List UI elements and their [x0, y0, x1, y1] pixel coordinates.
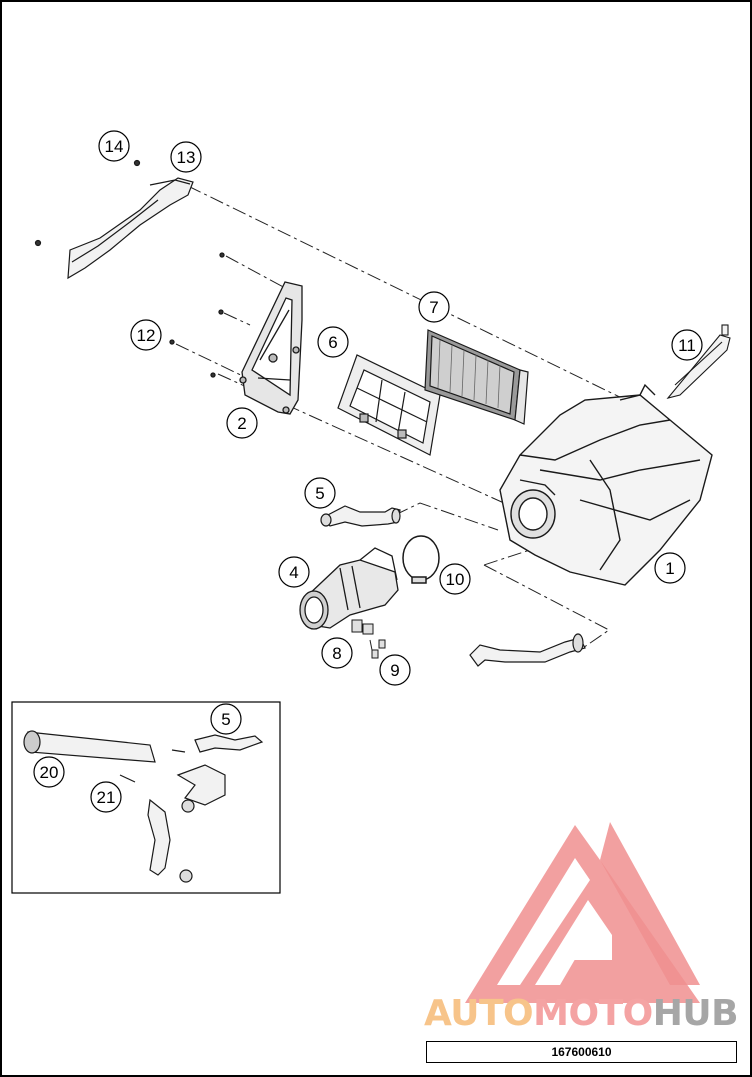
- air-filter-part-7: [424, 329, 529, 425]
- callout-13: 13: [170, 141, 202, 173]
- callout-20: 20: [33, 756, 65, 788]
- watermark-wordmark: AUTOMOTOHUB: [424, 992, 744, 1036]
- callout-12: 12: [130, 319, 162, 351]
- part-number-box: 167600610: [426, 1041, 737, 1063]
- inset-box: [11, 701, 281, 894]
- callout-21-label: 21: [97, 788, 116, 807]
- watermark-logo: [465, 822, 700, 1003]
- clamp-part-10: [402, 535, 440, 584]
- watermark-word-hub: HUB: [652, 993, 739, 1034]
- callout-9-label: 9: [390, 661, 399, 680]
- bracket-part-13: [34, 159, 194, 280]
- watermark-word-auto: AUTO: [424, 993, 534, 1034]
- callout-8: 8: [321, 637, 353, 669]
- callout-5-upper: 5: [304, 477, 336, 509]
- callout-1-label: 1: [665, 559, 674, 578]
- airbox-part-1: [499, 383, 713, 586]
- drain-hose: [469, 633, 586, 667]
- callout-21: 21: [90, 781, 122, 813]
- callout-4: 4: [278, 556, 310, 588]
- callout-6-label: 6: [328, 333, 337, 352]
- callout-7: 7: [418, 291, 450, 323]
- callout-2: 2: [226, 407, 258, 439]
- callout-20-label: 20: [40, 763, 59, 782]
- callout-5-inset: 5: [210, 703, 242, 735]
- callout-4-label: 4: [289, 563, 298, 582]
- watermark-word-moto: MOTO: [533, 993, 653, 1034]
- callout-14-label: 14: [105, 137, 124, 156]
- callout-10-label: 10: [446, 570, 465, 589]
- callout-5-label: 5: [315, 484, 324, 503]
- fitting-part-8: [351, 619, 386, 659]
- callout-14: 14: [98, 130, 130, 162]
- hose-part-5: [320, 505, 401, 527]
- callout-11: 11: [671, 329, 703, 361]
- airbox-cover-part-2: [169, 252, 303, 415]
- callout-12-label: 12: [137, 326, 156, 345]
- callout-8-label: 8: [332, 644, 341, 663]
- callout-11-label: 11: [678, 336, 696, 355]
- part-number: 167600610: [551, 1045, 612, 1059]
- inset-breather-assembly: [23, 730, 264, 883]
- callout-7-label: 7: [429, 298, 438, 317]
- callout-2-label: 2: [237, 414, 246, 433]
- callout-5-inset-label: 5: [221, 710, 230, 729]
- intake-boot-part-4: [299, 547, 399, 630]
- bracket-part-11: [666, 324, 731, 399]
- callout-6: 6: [317, 326, 349, 358]
- callout-10: 10: [439, 563, 471, 595]
- callout-9: 9: [379, 654, 411, 686]
- callout-1: 1: [654, 552, 686, 584]
- callout-13-label: 13: [177, 148, 196, 167]
